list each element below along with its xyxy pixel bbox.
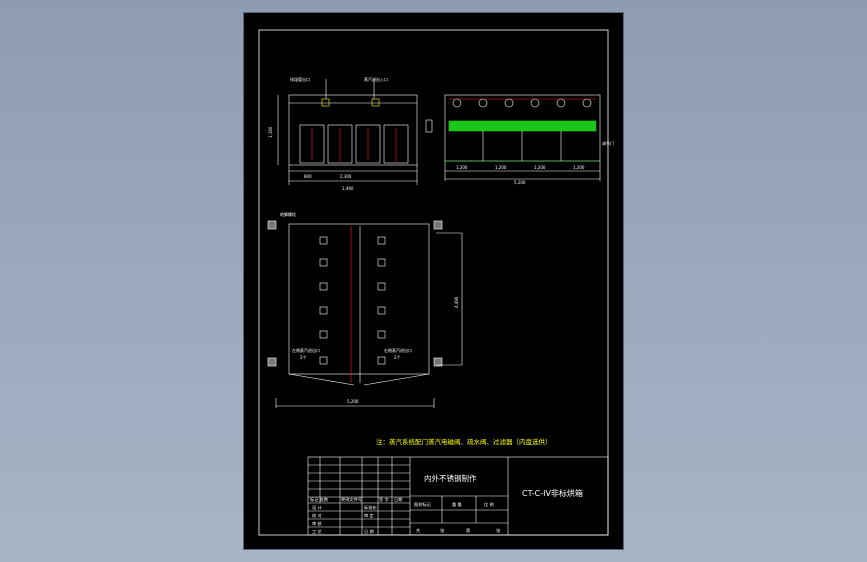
tb-row-sign: 签 字	[379, 496, 389, 502]
plan-body	[288, 223, 430, 375]
inner-frame	[258, 29, 609, 536]
plan-qty-left: 2个	[300, 355, 307, 360]
tb-stage-mark: 图样标记	[414, 501, 432, 508]
plan-label-right: 右侧蒸汽进出口	[384, 347, 412, 353]
tb-sheet-total-unit: 张	[440, 527, 445, 534]
front-view	[277, 79, 433, 185]
drawing-sheet: 排湿管出口 蒸汽进出入口 800 2,300 1,460 1,160	[244, 13, 623, 549]
front-dim-2: 2,300	[340, 174, 352, 179]
tb-stage-scale: 比 例	[484, 501, 494, 508]
tb-col-std: 标准化	[364, 504, 377, 511]
tb-row-change: 更改文件号	[341, 496, 362, 503]
tb-stage-weight: 重 量	[452, 501, 462, 508]
title-block	[307, 456, 609, 536]
side-dim-2: 1,200	[495, 165, 507, 170]
callout-exhaust: 排湿管出口	[290, 76, 310, 82]
plan-label-top: 地脚螺栓	[280, 211, 296, 217]
tb-role-design: 设 计	[312, 504, 322, 511]
tb-role-check: 校 对	[312, 512, 322, 519]
plan-qty-right: 2个	[394, 355, 401, 360]
front-dim-1: 800	[304, 174, 312, 179]
tb-col-date: 日 期	[364, 529, 374, 535]
side-view	[444, 94, 601, 181]
front-dim-height: 1,160	[268, 126, 273, 138]
plan-label-left: 左侧蒸汽进出口	[292, 347, 320, 353]
tb-sheet-total: 共	[416, 527, 420, 534]
plan-view	[267, 220, 463, 408]
side-dim-1: 1,200	[456, 165, 468, 170]
callout-steam: 蒸汽进出入口	[364, 76, 388, 82]
tb-col-approve: 审 定	[364, 512, 374, 519]
drawing-canvas: 排湿管出口 蒸汽进出入口 800 2,300 1,460 1,160	[258, 29, 614, 536]
side-dim-total: 5,200	[514, 180, 526, 185]
front-body	[288, 94, 418, 166]
title-material: 内外不锈钢制作	[424, 473, 477, 483]
side-label: 调节门	[602, 140, 614, 146]
front-dim-total: 1,460	[342, 186, 354, 191]
title-drawing-name: CT-C-IV非标烘箱	[522, 488, 583, 498]
tb-row-mark: 标记 处数	[310, 496, 329, 503]
side-dim-4: 1,200	[573, 165, 585, 170]
tb-sheet-no-unit: 张	[496, 527, 501, 534]
drawing-note: 注：蒸汽系统配门蒸汽电磁阀、疏水阀、过滤器（内盘选供）	[376, 437, 552, 446]
side-shelf-green	[448, 120, 597, 132]
tb-row-date: 日期	[394, 497, 402, 503]
plan-dim-width: 5,200	[347, 399, 359, 404]
plan-dim-depth: 4,490	[454, 296, 459, 308]
tb-role-process: 工 艺	[312, 529, 322, 534]
side-dim-3: 1,200	[534, 165, 546, 170]
tb-role-review: 审 核	[312, 520, 323, 527]
tb-sheet-no: 第	[466, 527, 470, 534]
